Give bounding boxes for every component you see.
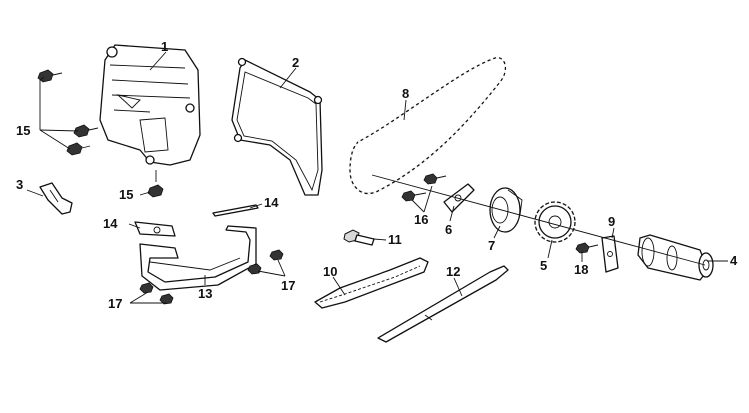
callout-18: 18 [574, 262, 588, 277]
part-bolt-11 [343, 229, 375, 246]
callout-1: 1 [161, 39, 168, 54]
part-camshaft [637, 234, 714, 281]
part-bolts-17 [139, 249, 284, 305]
part-small-gaskets-14 [134, 204, 259, 237]
callout-3: 3 [16, 177, 23, 192]
callout-6: 6 [445, 222, 452, 237]
part-plate-6 [443, 183, 475, 213]
callout-17-left: 17 [108, 296, 122, 311]
callout-9: 9 [608, 214, 615, 229]
part-cylinder-head-cover [99, 44, 201, 166]
part-cam-sprocket [534, 201, 576, 243]
callout-16: 16 [414, 212, 428, 227]
part-timing-chain [349, 56, 507, 195]
callout-8: 8 [402, 86, 409, 101]
part-chain-tensioner-slider [314, 257, 429, 309]
callout-7: 7 [488, 238, 495, 253]
callout-labels: 1 2 3 4 5 6 7 8 9 10 11 12 13 14 14 15 1… [16, 39, 738, 311]
callout-5: 5 [540, 258, 547, 273]
callout-11: 11 [388, 232, 402, 247]
assembly-axis-line [371, 174, 706, 266]
part-plate-9 [601, 235, 619, 273]
callout-13: 13 [198, 286, 212, 301]
leader-lines [26, 51, 728, 304]
callout-2: 2 [292, 55, 299, 70]
callout-14-left: 14 [103, 216, 118, 231]
callout-12: 12 [446, 264, 460, 279]
part-cover-gasket [231, 57, 323, 196]
part-breather-clip [39, 182, 73, 215]
part-decompressor-7 [489, 187, 523, 233]
part-bolt-18 [575, 242, 599, 254]
callout-17-right: 17 [281, 278, 295, 293]
part-chain-guide [377, 265, 509, 343]
callout-15-center: 15 [119, 187, 133, 202]
callout-14-right: 14 [264, 195, 279, 210]
callout-15-left: 15 [16, 123, 30, 138]
callout-4: 4 [730, 253, 738, 268]
part-breather-pipe [139, 225, 257, 291]
callout-10: 10 [323, 264, 337, 279]
part-bolts-16 [401, 173, 447, 202]
